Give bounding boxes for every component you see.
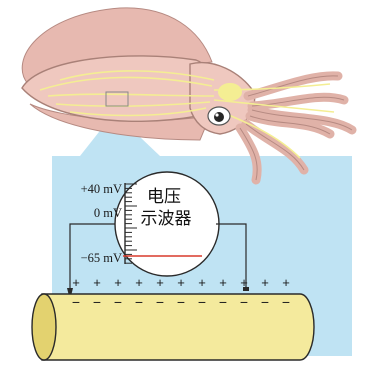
ganglion (218, 83, 242, 101)
minus-sign: − (177, 294, 185, 310)
minus-sign: − (240, 294, 248, 310)
minus-sign: − (114, 294, 122, 310)
plus-sign: + (72, 275, 80, 290)
minus-sign: − (93, 294, 101, 310)
minus-sign: − (261, 294, 269, 310)
plus-sign: + (219, 275, 227, 290)
axon-cut-end (32, 294, 56, 360)
label-0mv: 0 mV (94, 206, 122, 220)
label-minus-65mv: −65 mV (81, 251, 122, 265)
squid (22, 8, 352, 180)
plus-sign: + (135, 275, 143, 290)
minus-sign: − (219, 294, 227, 310)
plus-sign: + (240, 275, 248, 290)
minus-sign: − (135, 294, 143, 310)
instrument-label-line1: 电压 (147, 187, 181, 207)
plus-sign: + (282, 275, 290, 290)
plus-sign: + (198, 275, 206, 290)
plus-sign: + (114, 275, 122, 290)
plus-sign: + (93, 275, 101, 290)
instrument-label-line2: 示波器 (141, 209, 192, 229)
squid-eye (208, 107, 230, 125)
minus-sign: − (198, 294, 206, 310)
plus-sign: + (177, 275, 185, 290)
minus-sign: − (72, 294, 80, 310)
minus-sign: − (282, 294, 290, 310)
plus-sign: + (261, 275, 269, 290)
minus-sign: − (156, 294, 164, 310)
plus-sign: + (156, 275, 164, 290)
label-plus-40mv: +40 mV (81, 182, 122, 196)
